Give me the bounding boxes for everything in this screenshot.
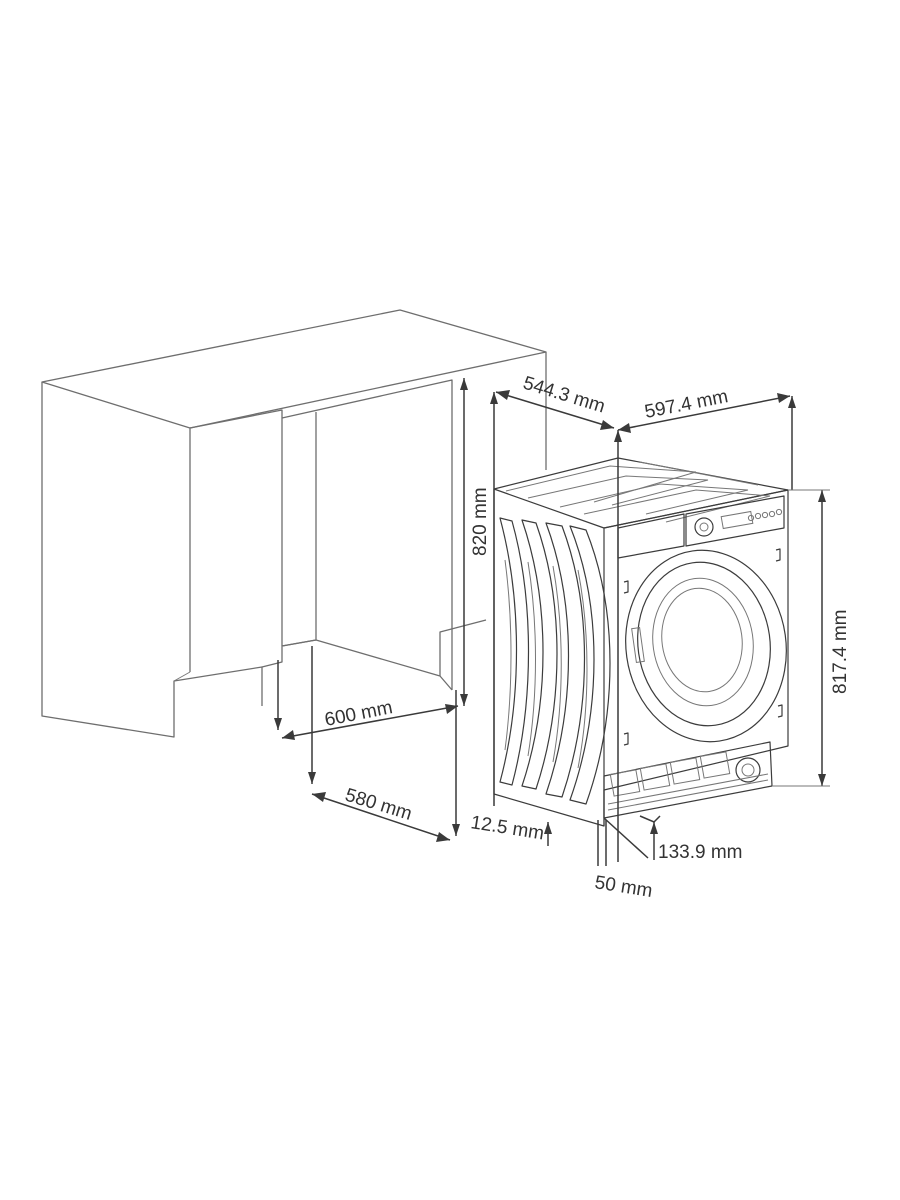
niche-floor xyxy=(261,639,453,691)
washing-machine xyxy=(493,457,789,827)
door xyxy=(625,549,787,743)
filter-cap-icon xyxy=(735,757,761,783)
cabinet xyxy=(41,309,547,738)
program-knob-icon xyxy=(694,517,714,537)
label-niche-height: 820 mm xyxy=(470,487,491,556)
label-machine-height: 817.4 mm xyxy=(830,610,851,694)
label-offset-bottom: 50 mm xyxy=(593,872,654,902)
dimension-lines xyxy=(274,378,830,866)
label-plinth-height: 133.9 mm xyxy=(658,842,742,863)
label-niche-depth: 580 mm xyxy=(343,785,415,825)
label-niche-width: 600 mm xyxy=(323,697,394,731)
label-depth-machine: 544.3 mm xyxy=(521,373,608,418)
mounting-brackets xyxy=(623,548,783,746)
side-ribs xyxy=(499,517,611,805)
control-panel xyxy=(617,495,785,559)
label-width-machine: 597.4 mm xyxy=(643,386,730,423)
cabinet-top xyxy=(41,309,547,429)
niche-back xyxy=(281,379,453,690)
plinth-panel xyxy=(603,741,773,819)
label-offset-front: 12.5 mm xyxy=(469,812,545,844)
cabinet-left-front xyxy=(41,382,263,738)
